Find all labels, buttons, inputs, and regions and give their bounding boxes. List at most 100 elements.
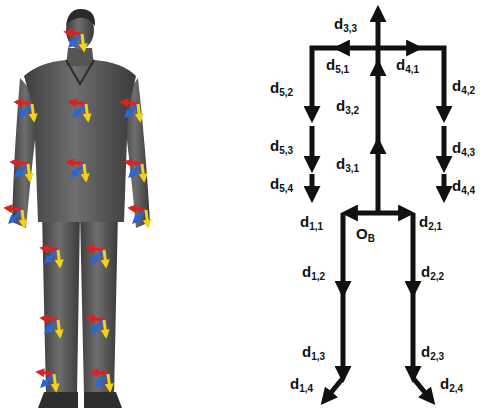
label-subscript: 2,4 xyxy=(449,383,463,394)
bone-vector xyxy=(418,48,444,118)
vector-label: d4,3 xyxy=(452,140,475,158)
axis-arrow xyxy=(22,210,24,226)
vector-label: d1,1 xyxy=(300,214,323,232)
axis-arrow xyxy=(32,104,34,120)
axis-arrow xyxy=(74,104,86,116)
label-symbol: d xyxy=(300,213,309,230)
vector-label: d2,1 xyxy=(419,214,442,232)
right-leg xyxy=(80,212,118,395)
label-subscript: 4,1 xyxy=(405,64,419,75)
bone-vector xyxy=(411,293,416,378)
bone-vector xyxy=(411,213,416,293)
bone-vector xyxy=(341,213,346,293)
bone-vector xyxy=(376,142,381,213)
label-subscript: 4,3 xyxy=(461,147,475,158)
label-subscript: 3,2 xyxy=(345,105,359,116)
vector-label: d2,3 xyxy=(421,344,444,362)
torso xyxy=(24,60,136,222)
bone-vector xyxy=(376,64,381,142)
axis-arrow xyxy=(122,102,138,104)
left-leg xyxy=(42,212,80,395)
label-subscript: 2,1 xyxy=(428,221,442,232)
bone-vector xyxy=(312,48,338,118)
axis-arrow xyxy=(126,104,138,116)
axis-arrow xyxy=(130,164,142,176)
vector-label: d3,1 xyxy=(336,156,359,174)
axis-arrow xyxy=(92,372,108,374)
axis-arrow xyxy=(38,372,54,374)
label-subscript: 5,4 xyxy=(279,183,293,194)
label-symbol: O xyxy=(356,225,368,242)
bone-vector xyxy=(324,378,343,401)
vector-label: d5,3 xyxy=(270,138,293,156)
vector-label: d2,4 xyxy=(440,376,463,394)
label-subscript: 2,3 xyxy=(430,351,444,362)
label-symbol: d xyxy=(326,56,335,73)
vector-label: d4,2 xyxy=(452,78,475,96)
bone-vector xyxy=(341,293,346,378)
axis-arrow xyxy=(58,320,60,336)
label-subscript: 5,1 xyxy=(335,64,349,75)
vector-label: d4,4 xyxy=(452,178,475,196)
label-subscript: 1,2 xyxy=(311,271,325,282)
human-model xyxy=(12,9,150,408)
hair xyxy=(66,9,95,26)
bone-vector xyxy=(378,211,410,216)
label-subscript: 5,2 xyxy=(279,87,293,98)
label-symbol: d xyxy=(290,375,299,392)
axis-arrow xyxy=(70,102,86,104)
vector-label: d5,2 xyxy=(270,80,293,98)
axis-arrow xyxy=(84,164,86,180)
axis-arrow xyxy=(92,250,104,262)
label-subscript: B xyxy=(368,233,375,244)
axis-arrow xyxy=(46,250,58,262)
label-subscript: 4,2 xyxy=(461,85,475,96)
bone-vector xyxy=(346,211,378,216)
neck xyxy=(66,48,94,66)
label-subscript: 1,3 xyxy=(311,351,325,362)
label-subscript: 5,3 xyxy=(279,145,293,156)
label-subscript: 2,2 xyxy=(430,271,444,282)
axis-arrow xyxy=(130,208,146,210)
vector-label: d5,4 xyxy=(270,176,293,194)
label-symbol: d xyxy=(334,15,343,32)
axis-arrow xyxy=(86,104,88,120)
axis-arrow xyxy=(20,104,32,116)
label-symbol: d xyxy=(452,139,461,156)
axis-arrow xyxy=(42,374,54,386)
bone-vector xyxy=(310,126,315,168)
axis-arrow xyxy=(92,320,104,332)
label-subscript: 1,1 xyxy=(309,221,323,232)
axis-arrow xyxy=(42,318,58,320)
label-subscript: 3,3 xyxy=(343,23,357,34)
label-symbol: d xyxy=(270,79,279,96)
bone-vector xyxy=(442,174,447,198)
axis-arrow xyxy=(96,374,108,386)
label-symbol: d xyxy=(452,77,461,94)
label-symbol: d xyxy=(302,343,311,360)
label-subscript: 1,4 xyxy=(299,383,313,394)
bone-vector xyxy=(413,378,432,401)
vector-label: d3,3 xyxy=(334,16,357,34)
axis-arrow xyxy=(104,320,106,336)
bone-vector xyxy=(310,174,315,198)
axis-arrow xyxy=(138,104,140,120)
axis-arrow xyxy=(82,34,84,50)
label-symbol: d xyxy=(452,177,461,194)
vector-label: OB xyxy=(356,226,375,244)
joint-frames xyxy=(6,32,148,390)
axis-arrow xyxy=(108,374,110,390)
axis-arrow xyxy=(46,320,58,332)
collar xyxy=(66,60,94,84)
label-subscript: 4,4 xyxy=(461,185,475,196)
skeleton xyxy=(312,10,444,401)
vector-label: d1,2 xyxy=(302,264,325,282)
axis-arrow xyxy=(142,164,144,180)
vector-label: d4,1 xyxy=(396,57,419,75)
bone-vector xyxy=(442,126,447,168)
bone-vector xyxy=(376,10,381,64)
label-symbol: d xyxy=(419,213,428,230)
axis-arrow xyxy=(104,250,106,266)
